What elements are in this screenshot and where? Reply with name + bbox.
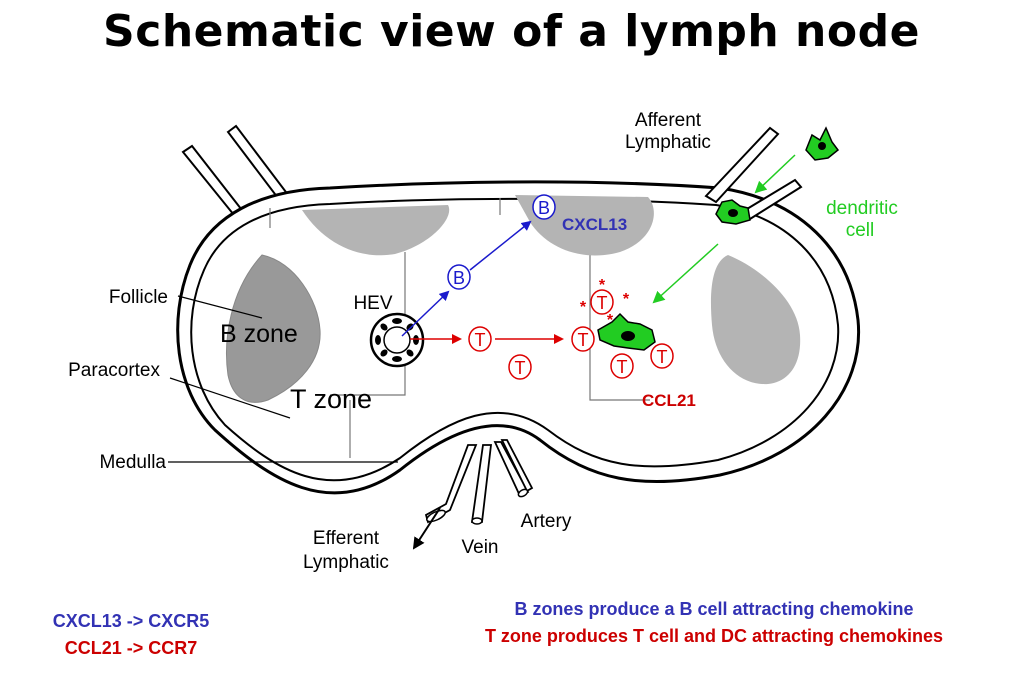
activation-star: * bbox=[599, 277, 606, 294]
legend-b-zone-note: B zones produce a B cell attracting chem… bbox=[514, 599, 914, 619]
legend-cxcl13-receptor: CXCL13 -> CXCR5 bbox=[52, 611, 210, 631]
legend-t-zone-note: T zone produces T cell and DC attracting… bbox=[484, 626, 944, 646]
activation-star: * bbox=[580, 299, 587, 316]
dendritic-cell-outside bbox=[805, 126, 840, 161]
dendritic-label-line1: dendritic bbox=[826, 198, 898, 219]
dendritic-cell-entering bbox=[715, 199, 751, 225]
b-cell-1-label: B bbox=[453, 268, 465, 288]
dc-arrows bbox=[652, 154, 796, 304]
trabeculae bbox=[269, 198, 650, 458]
paracortex-label: Paracortex bbox=[68, 360, 160, 381]
b-zone-label: B zone bbox=[220, 320, 298, 348]
page-title: Schematic view of a lymph node bbox=[103, 6, 920, 57]
efferent-label-line2: Lymphatic bbox=[303, 552, 389, 573]
vein-label: Vein bbox=[462, 537, 499, 558]
b-cell-arrows bbox=[401, 220, 532, 337]
follicle-top-left bbox=[302, 205, 450, 256]
activation-star: * bbox=[607, 312, 614, 329]
b-cell-2: B bbox=[532, 194, 556, 220]
t-cell bbox=[468, 289, 674, 380]
t-zone-label: T zone bbox=[290, 384, 372, 414]
follicle-label: Follicle bbox=[109, 287, 168, 308]
t-cell-label: T bbox=[657, 347, 668, 367]
artery-label: Artery bbox=[521, 511, 572, 532]
dendritic-cell-tzone bbox=[597, 312, 656, 351]
activation-star: * bbox=[623, 291, 630, 308]
cxcl13-label: CXCL13 bbox=[562, 215, 627, 234]
b-cell-1: B bbox=[447, 264, 471, 290]
t-cell-label: T bbox=[475, 330, 486, 350]
follicle-left bbox=[226, 254, 321, 403]
b-cell-2-label: B bbox=[538, 198, 550, 218]
hev-vessel bbox=[369, 312, 425, 368]
hev-label: HEV bbox=[353, 293, 392, 314]
t-cell-label: T bbox=[578, 330, 589, 350]
afferent-vessels-right bbox=[704, 126, 803, 221]
t-cell-label: T bbox=[515, 358, 526, 378]
efferent-label-line1: Efferent bbox=[313, 528, 380, 549]
afferent-label-line2: Lymphatic bbox=[625, 132, 711, 153]
t-cell-label: T bbox=[597, 293, 608, 313]
pointer-lines bbox=[168, 295, 398, 463]
afferent-label-line1: Afferent bbox=[635, 110, 702, 131]
legend-ccl21-receptor: CCL21 -> CCR7 bbox=[64, 638, 198, 658]
follicle-right bbox=[710, 255, 801, 385]
dendritic-label-line2: cell bbox=[846, 220, 875, 241]
t-cell-label: T bbox=[617, 357, 628, 377]
efferent-arrow bbox=[412, 507, 441, 550]
legend-explanation: B zones produce a B cell attracting chem… bbox=[405, 596, 1023, 650]
afferent-vessels-left bbox=[181, 124, 294, 222]
medulla-label: Medulla bbox=[99, 452, 166, 473]
ccl21-label: CCL21 bbox=[642, 391, 696, 410]
legend-receptors: CXCL13 -> CXCR5 CCL21 -> CCR7 bbox=[0, 608, 262, 662]
